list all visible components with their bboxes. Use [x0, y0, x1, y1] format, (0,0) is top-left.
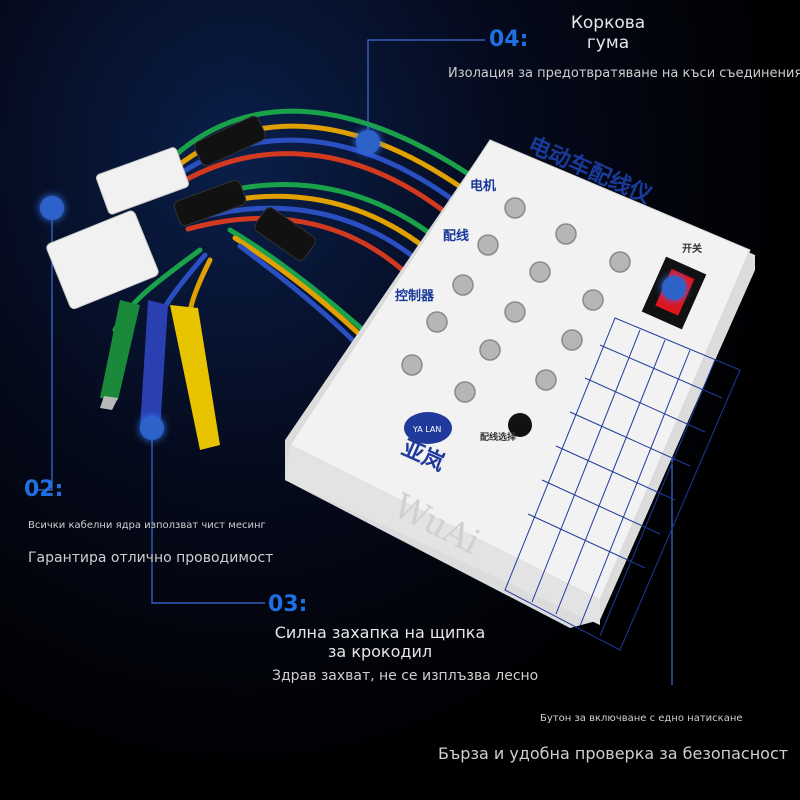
label-wiring-select: 配线选择: [480, 431, 517, 443]
logo-badge: YA LAN: [412, 425, 441, 434]
line-02: [35, 208, 53, 491]
callout-04-desc: Изолация за предотвратяване на къси съед…: [448, 66, 800, 81]
callout-03-title-line1: Силна захапка на щипка: [274, 623, 486, 642]
label-controller: 控制器: [395, 288, 435, 304]
led-array: [401, 197, 631, 437]
callout-02-number: 02:: [24, 477, 64, 502]
wiring-select-button: [508, 413, 532, 437]
callout-01-desc-small: Бутон за включване с едно натискане: [540, 713, 743, 724]
callout-03-title: Силна захапка на щипка за крокодил: [272, 623, 488, 661]
callout-04-title-line1: Коркова: [570, 13, 646, 33]
label-wiring: 配线: [443, 228, 469, 244]
marker-03: [140, 416, 164, 440]
label-motor: 电机: [470, 178, 496, 194]
line-04: [367, 39, 485, 142]
callout-02-desc: Гарантира отлично проводимост: [28, 550, 274, 566]
callout-02-desc-small: Всички кабелни ядра използват чист месин…: [28, 520, 266, 531]
alligator-clips: [100, 300, 220, 450]
line-03: [151, 428, 265, 604]
wiring-table: [504, 317, 741, 651]
callout-03-title-line2: за крокодил: [327, 642, 433, 661]
brand-logo: YA LAN 亚岚: [398, 412, 452, 477]
callout-03-number: 03:: [268, 592, 308, 617]
callout-04-number: 04:: [489, 27, 529, 52]
label-switch: 开关: [682, 242, 702, 255]
callout-03-desc: Здрав захват, не се изплъзва лесно: [272, 668, 539, 684]
connectors: [46, 147, 189, 310]
callout-01-desc: Бърза и удобна проверка за безопасност: [438, 744, 789, 763]
marker-02: [40, 196, 64, 220]
callout-04-title-line2: гума: [586, 33, 630, 53]
marker-01: [662, 276, 686, 300]
marker-04: [356, 130, 380, 154]
callout-04-title: Коркова гума: [560, 13, 656, 53]
shrink-sleeves: [173, 115, 316, 261]
device-body: WuAi: [285, 139, 755, 628]
